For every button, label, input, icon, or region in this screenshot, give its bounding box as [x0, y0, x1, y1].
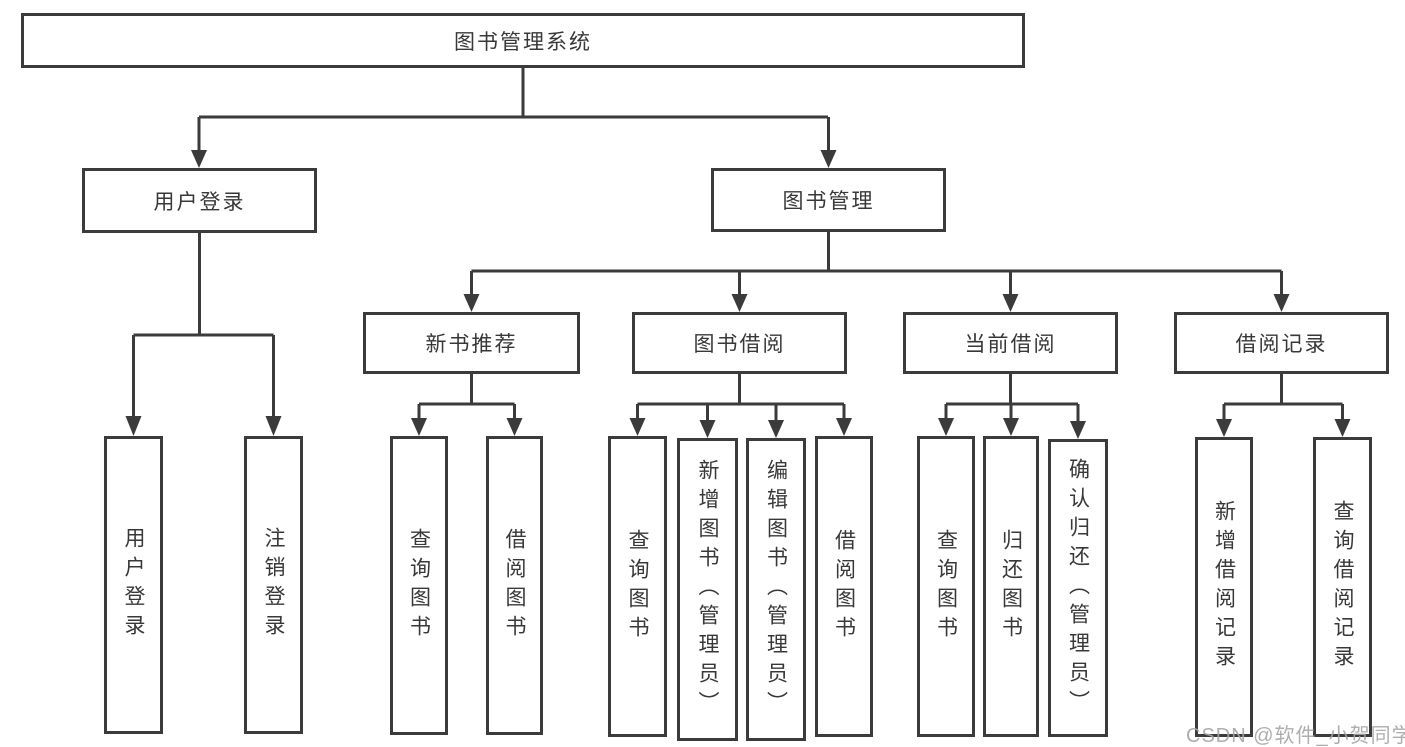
leaf-bb-edit-books-admin: 编辑图书（管理员）	[746, 438, 806, 741]
leaf-cb-return-books: 归还图书	[983, 436, 1039, 737]
node-book-borrow: 图书借阅	[632, 312, 847, 374]
leaf-cb-confirm-return-admin-label: 确认归还（管理员）	[1066, 457, 1090, 719]
node-user-login-label: 用户登录	[153, 190, 246, 214]
node-book-management: 图书管理	[711, 168, 946, 232]
leaf-cb-query-books-label: 查询图书	[934, 528, 958, 645]
leaf-bb-borrow-books: 借阅图书	[815, 436, 873, 737]
leaf-cb-confirm-return-admin: 确认归还（管理员）	[1048, 439, 1108, 737]
node-root: 图书管理系统	[21, 13, 1025, 68]
node-user-login: 用户登录	[82, 168, 317, 233]
node-root-label: 图书管理系统	[454, 30, 592, 54]
node-book-borrow-label: 图书借阅	[693, 333, 786, 356]
csdn-watermark: CSDN @软件_小贺同学	[1186, 725, 1405, 747]
node-borrow-records-label: 借阅记录	[1235, 333, 1328, 356]
leaf-nbr-borrow-books: 借阅图书	[486, 436, 543, 735]
leaf-bb-edit-books-admin-label: 编辑图书（管理员）	[764, 459, 788, 720]
leaf-bb-borrow-books-label: 借阅图书	[832, 528, 856, 645]
leaf-bb-add-books-admin: 新增图书（管理员）	[677, 438, 738, 741]
leaf-br-add-record-label: 新增借阅记录	[1212, 500, 1236, 674]
leaf-br-query-record-label: 查询借阅记录	[1331, 500, 1354, 674]
leaf-nbr-query-books: 查询图书	[390, 436, 448, 735]
leaf-user-login: 用户登录	[104, 436, 163, 734]
leaf-bb-query-books: 查询图书	[608, 436, 667, 737]
leaf-cb-return-books-label: 归还图书	[999, 528, 1023, 645]
node-current-borrow-label: 当前借阅	[964, 333, 1057, 356]
node-borrow-records: 借阅记录	[1174, 312, 1389, 374]
leaf-logout-label: 注销登录	[262, 527, 285, 643]
leaf-br-add-record: 新增借阅记录	[1195, 437, 1253, 737]
node-current-borrow: 当前借阅	[903, 312, 1118, 374]
leaf-cb-query-books: 查询图书	[917, 436, 975, 737]
node-book-management-label: 图书管理	[782, 190, 875, 213]
leaf-bb-query-books-label: 查询图书	[626, 528, 649, 645]
node-new-book-recommend-label: 新书推荐	[425, 333, 518, 356]
leaf-logout: 注销登录	[244, 436, 303, 734]
leaf-nbr-borrow-books-label: 借阅图书	[503, 527, 526, 644]
leaf-user-login-label: 用户登录	[122, 527, 145, 643]
node-new-book-recommend: 新书推荐	[363, 312, 580, 374]
leaf-bb-add-books-admin-label: 新增图书（管理员）	[696, 459, 719, 720]
leaf-nbr-query-books-label: 查询图书	[407, 527, 431, 644]
leaf-br-query-record: 查询借阅记录	[1313, 437, 1372, 737]
